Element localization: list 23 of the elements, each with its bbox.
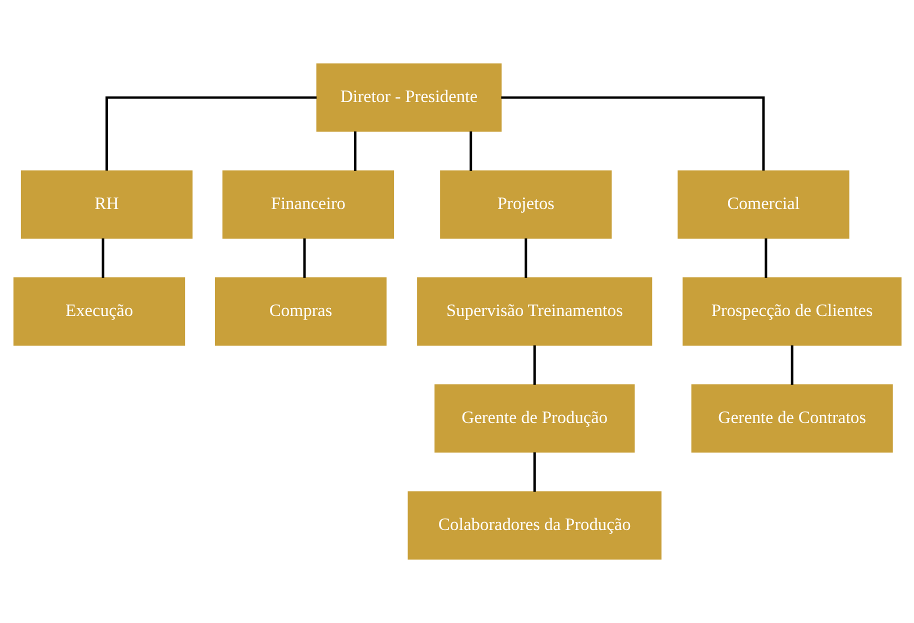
connector bbox=[500, 96, 764, 171]
connector bbox=[101, 238, 104, 278]
node-box: RH bbox=[20, 170, 192, 239]
connector bbox=[469, 131, 472, 171]
node-box: Prospecção de Clientes bbox=[682, 277, 902, 346]
connector bbox=[790, 345, 793, 385]
node-box: Comercial bbox=[677, 170, 849, 239]
node-box: Gerente de Produção bbox=[434, 384, 634, 453]
node-box: Financeiro bbox=[222, 170, 394, 239]
node-box: Projetos bbox=[440, 170, 612, 239]
node-box: Gerente de Contratos bbox=[690, 384, 892, 453]
connector bbox=[532, 452, 536, 492]
connector bbox=[353, 131, 356, 171]
node-box: Colaboradores da Produção bbox=[407, 491, 661, 560]
node-box: Execução bbox=[12, 277, 185, 346]
connector bbox=[302, 238, 306, 278]
connector bbox=[524, 238, 527, 278]
connector bbox=[532, 345, 536, 385]
connector bbox=[105, 96, 316, 171]
node-box: Diretor - Presidente bbox=[316, 63, 502, 132]
node-box: Supervisão Treinamentos bbox=[416, 277, 652, 346]
node-box: Compras bbox=[214, 277, 386, 346]
connector bbox=[764, 238, 767, 278]
